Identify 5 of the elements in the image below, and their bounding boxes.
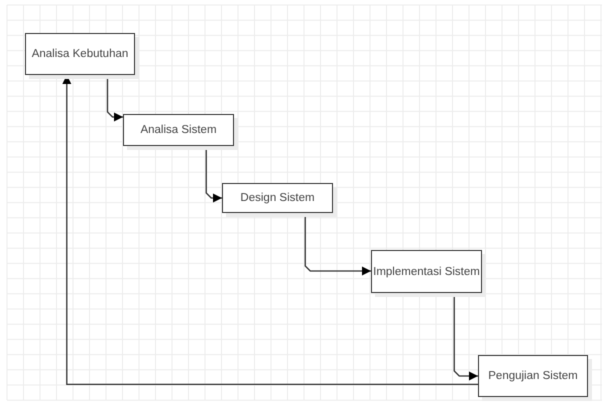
- node-label: Pengujian Sistem: [488, 370, 578, 382]
- node-label: Analisa Kebutuhan: [32, 48, 128, 60]
- node-label: Analisa Sistem: [140, 124, 217, 136]
- node-label: Implementasi Sistem: [373, 266, 480, 278]
- node-label: Design Sistem: [240, 192, 315, 204]
